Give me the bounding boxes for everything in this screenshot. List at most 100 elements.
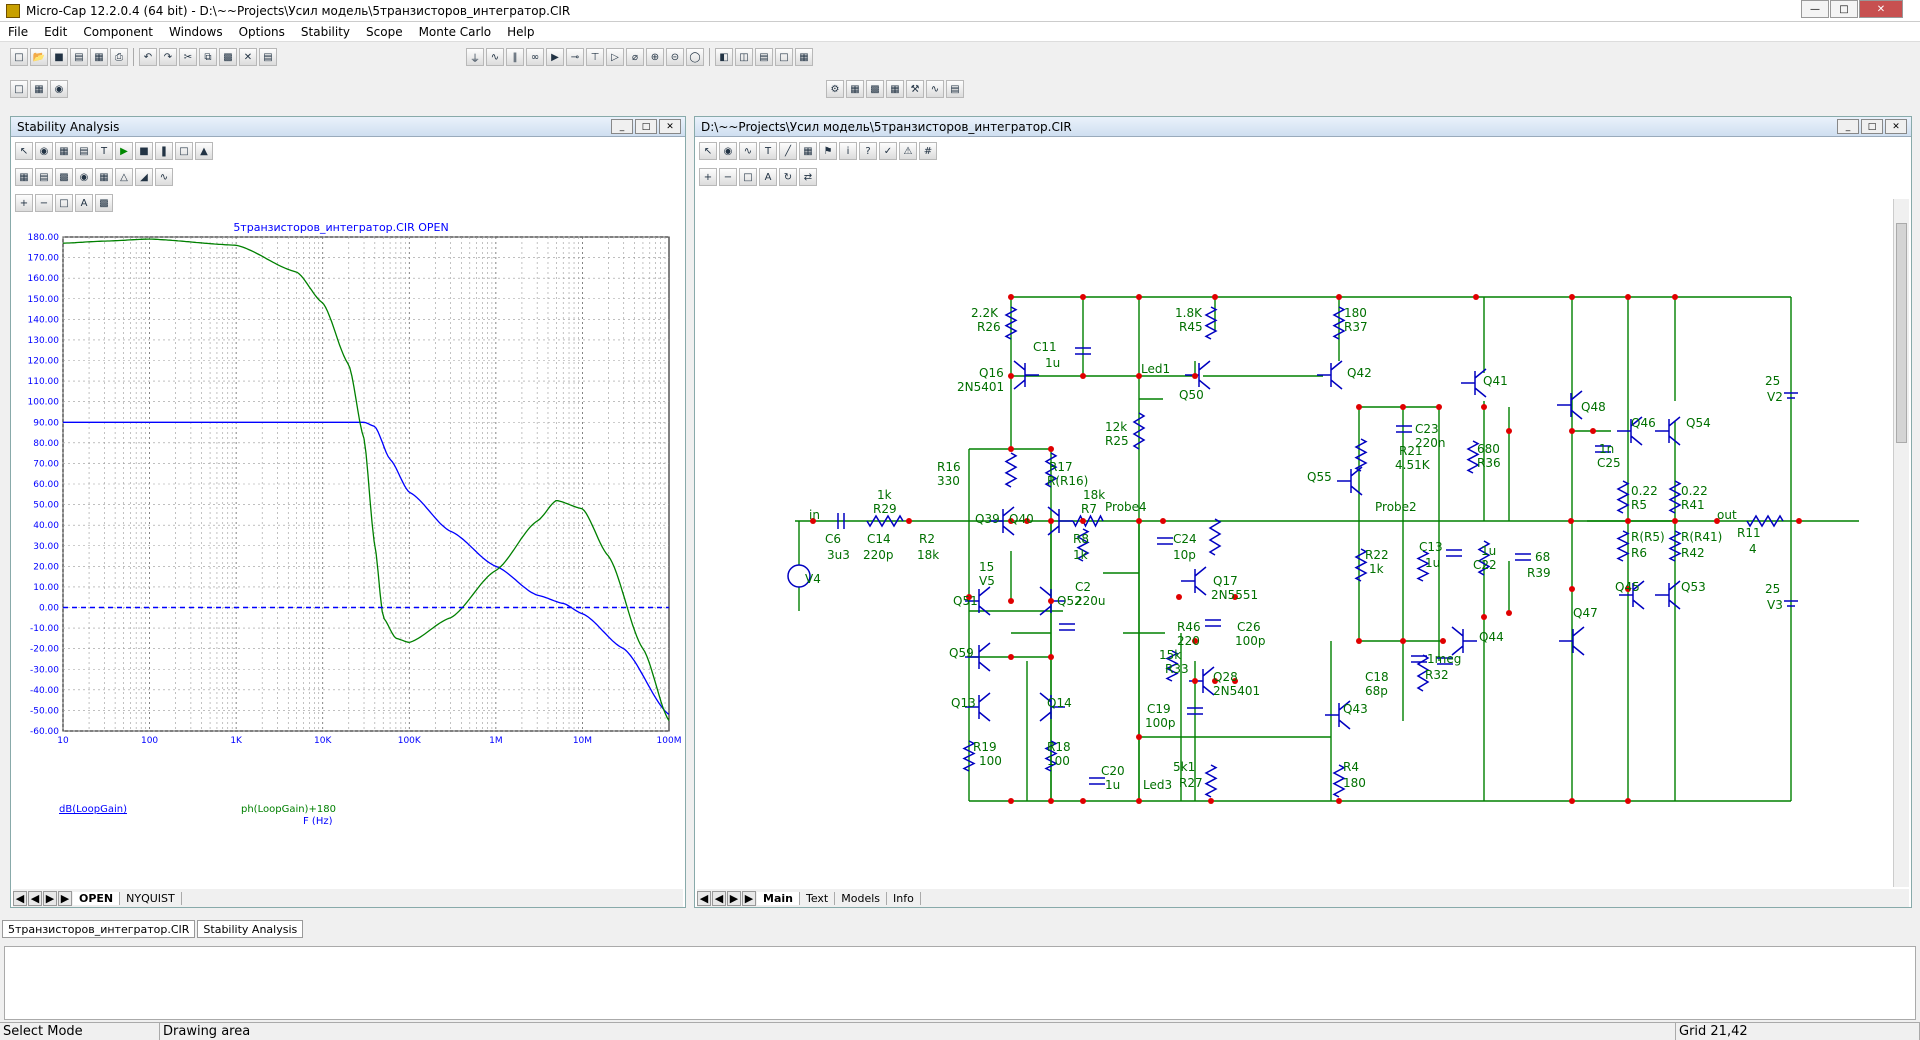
menu-help[interactable]: Help (507, 24, 535, 39)
tab-last-icon[interactable]: ▶ (58, 890, 72, 906)
slope-icon[interactable]: ◢ (135, 168, 153, 186)
menu-component[interactable]: Component (83, 24, 154, 39)
diagonal-wire-icon[interactable]: ╱ (779, 142, 797, 160)
ruler-icon[interactable]: ▦ (95, 168, 113, 186)
tab-prev-icon[interactable]: ◀ (28, 890, 42, 906)
menu-options[interactable]: Options (238, 24, 285, 39)
tab-next-icon[interactable]: ▶ (43, 890, 57, 906)
close-button[interactable]: ✕ (1859, 0, 1903, 18)
text-icon[interactable]: T (95, 142, 113, 160)
scroll-thumb[interactable] (1896, 223, 1907, 443)
paste-icon[interactable]: ▩ (219, 48, 237, 66)
minor-grid-icon[interactable]: ▤ (35, 168, 53, 186)
select-mode-icon[interactable]: ↖ (699, 142, 717, 160)
log-icon[interactable]: ▩ (55, 168, 73, 186)
capacitor-icon[interactable]: ‖ (506, 48, 524, 66)
cursor-icon[interactable]: □ (175, 142, 193, 160)
new-icon[interactable]: □ (10, 48, 28, 66)
schematic-close-button[interactable]: ✕ (1885, 119, 1907, 134)
tile-horizontal-icon[interactable]: ▤ (755, 48, 773, 66)
menu-windows[interactable]: Windows (169, 24, 223, 39)
token-icon[interactable]: ◉ (75, 168, 93, 186)
zoom-in-icon[interactable]: + (15, 194, 33, 212)
check-icon[interactable]: ✓ (879, 142, 897, 160)
resistor-icon[interactable]: ∿ (486, 48, 504, 66)
tab-info[interactable]: Info (887, 891, 921, 905)
doc-tab-stability[interactable]: Stability Analysis (197, 920, 304, 938)
vertical-scrollbar[interactable] (1893, 199, 1909, 887)
transistor-icon[interactable]: ⊸ (566, 48, 584, 66)
stab-prev-icon[interactable]: ◀ (712, 890, 726, 906)
wire-icon[interactable]: ∿ (739, 142, 757, 160)
stability-minimize-button[interactable]: _ (611, 119, 633, 134)
pause-icon[interactable]: ❚ (155, 142, 173, 160)
properties-icon[interactable]: ▦ (30, 80, 48, 98)
wrench-icon[interactable]: ⚒ (906, 80, 924, 98)
window-icon[interactable]: □ (775, 48, 793, 66)
marker-icon[interactable]: △ (115, 168, 133, 186)
print-preview-icon[interactable]: ▦ (90, 48, 108, 66)
node-numbers-icon[interactable]: # (919, 142, 937, 160)
stab-first-icon[interactable]: ◀ (697, 890, 711, 906)
inductor-icon[interactable]: ∞ (526, 48, 544, 66)
schematic-maximize-button[interactable]: □ (1861, 119, 1883, 134)
doc-tab-schematic[interactable]: 5транзисторов_интегратор.CIR (2, 920, 196, 938)
save-as-icon[interactable]: ▤ (70, 48, 88, 66)
graph-icon[interactable]: ▤ (75, 142, 93, 160)
stop-icon[interactable]: ■ (135, 142, 153, 160)
text-mode-icon[interactable]: T (759, 142, 777, 160)
print-icon[interactable]: ⎙ (110, 48, 128, 66)
warning-icon[interactable]: ⚠ (899, 142, 917, 160)
stab-next-icon[interactable]: ▶ (727, 890, 741, 906)
info-icon[interactable]: i (839, 142, 857, 160)
run-icon[interactable]: ▶ (115, 142, 133, 160)
copy-icon[interactable]: ⧉ (199, 48, 217, 66)
calculator-icon[interactable]: ▦ (795, 48, 813, 66)
source-icon[interactable]: ⊕ (646, 48, 664, 66)
globe-icon[interactable]: ◉ (50, 80, 68, 98)
zoom-out-icon[interactable]: − (35, 194, 53, 212)
mosfet-icon[interactable]: ⊤ (586, 48, 604, 66)
schematic-zoom-out-icon[interactable]: − (719, 168, 737, 186)
waveform-icon[interactable]: ∿ (926, 80, 944, 98)
grid-toggle-icon[interactable]: ▦ (15, 168, 33, 186)
stability-close-button[interactable]: ✕ (659, 119, 681, 134)
open-icon[interactable]: 📂 (30, 48, 48, 66)
probe-icon[interactable]: ⚙ (826, 80, 844, 98)
cascade-icon[interactable]: ◧ (715, 48, 733, 66)
maximize-button[interactable]: □ (1830, 0, 1858, 18)
tab-models[interactable]: Models (835, 891, 887, 905)
stab-last-icon[interactable]: ▶ (742, 890, 756, 906)
current-source-icon[interactable]: ◯ (686, 48, 704, 66)
table-icon[interactable]: ▩ (866, 80, 884, 98)
ground-icon[interactable]: ⏚ (466, 48, 484, 66)
diode-icon[interactable]: ▶ (546, 48, 564, 66)
component-mode-icon[interactable]: ◉ (719, 142, 737, 160)
tab-open[interactable]: OPEN (73, 891, 121, 905)
wave-icon[interactable]: ∿ (155, 168, 173, 186)
schematic-font-icon[interactable]: A (759, 168, 777, 186)
menu-monte-carlo[interactable]: Monte Carlo (418, 24, 492, 39)
tab-main[interactable]: Main (757, 891, 800, 905)
scope-icon[interactable]: ▤ (946, 80, 964, 98)
schematic-minimize-button[interactable]: _ (1837, 119, 1859, 134)
minimize-button[interactable]: — (1801, 0, 1829, 18)
menu-file[interactable]: File (8, 24, 29, 39)
stability-maximize-button[interactable]: □ (635, 119, 657, 134)
grid-icon[interactable]: ▦ (886, 80, 904, 98)
switch-icon[interactable]: ⌀ (626, 48, 644, 66)
opamp-icon[interactable]: ▷ (606, 48, 624, 66)
color-icon[interactable]: ▩ (95, 194, 113, 212)
tab-text[interactable]: Text (800, 891, 836, 905)
font-icon[interactable]: A (75, 194, 93, 212)
stability-plot[interactable]: 5транзисторов_интегратор.CIR OPEN 180.00… (11, 217, 685, 825)
scale-icon[interactable]: ▦ (55, 142, 73, 160)
help-icon[interactable]: ? (859, 142, 877, 160)
mirror-icon[interactable]: ⇄ (799, 168, 817, 186)
schematic-zoom-in-icon[interactable]: + (699, 168, 717, 186)
peak-icon[interactable]: ▲ (195, 142, 213, 160)
select-icon[interactable]: ↖ (15, 142, 33, 160)
flag-icon[interactable]: ⚑ (819, 142, 837, 160)
schematic-fit-icon[interactable]: □ (739, 168, 757, 186)
